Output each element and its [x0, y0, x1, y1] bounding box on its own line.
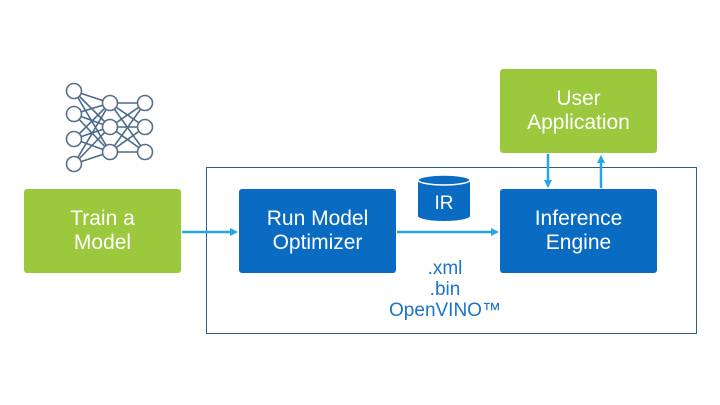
network-node [136, 94, 154, 112]
ir-label: IR [434, 193, 454, 214]
network-node [136, 118, 154, 136]
network-edge [73, 126, 111, 165]
inference-engine-box: Inference Engine [500, 189, 657, 273]
openvino-label: OpenVINO™ [389, 300, 501, 321]
network-node [65, 82, 83, 100]
database-icon [417, 174, 471, 221]
file-xml: .xml [427, 258, 463, 279]
network-node [65, 105, 83, 123]
network-edge [73, 102, 111, 165]
openvino-toolkit-frame [206, 167, 697, 334]
network-node [65, 155, 83, 173]
network-node [65, 130, 83, 148]
model-optimizer-box: Run Model Optimizer [239, 189, 396, 273]
network-edge [109, 102, 146, 153]
network-node [101, 118, 119, 136]
network-node [101, 143, 119, 161]
file-bin: .bin [429, 279, 461, 300]
train-model-box: Train a Model [24, 189, 181, 273]
output-files: .xml .bin OpenVINO™ [370, 258, 520, 321]
network-edge [73, 102, 111, 140]
network-node [136, 143, 154, 161]
user-application-box: User Application [500, 69, 657, 153]
network-node [101, 94, 119, 112]
